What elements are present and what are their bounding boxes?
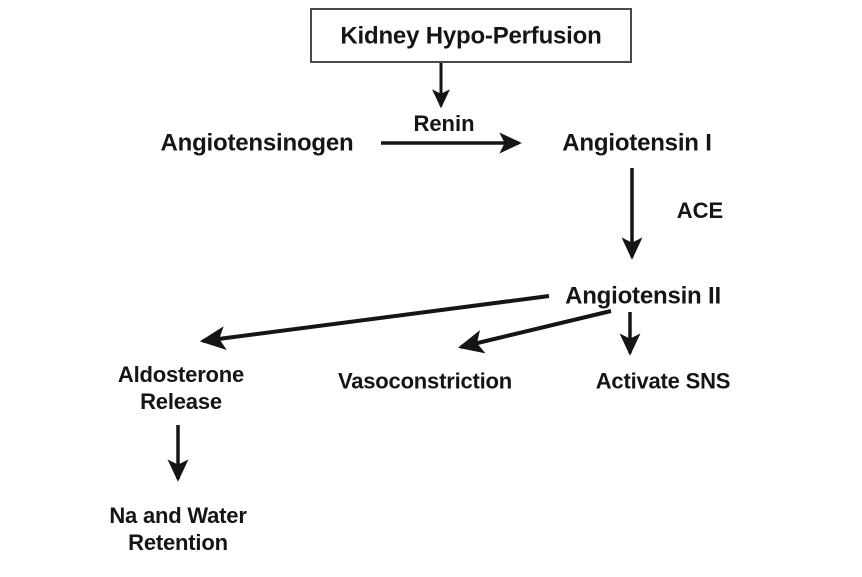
node-angiotensin-i: Angiotensin I: [562, 129, 712, 157]
node-aldosterone-release: Aldosterone Release: [117, 362, 245, 414]
node-activate-sns: Activate SNS: [595, 368, 731, 394]
arrow-angiotensin-ii-to-vasoconstriction: [457, 309, 612, 354]
edge-label-renin: Renin: [413, 111, 475, 136]
node-vasoconstriction: Vasoconstriction: [337, 368, 513, 394]
node-angiotensinogen: Angiotensinogen: [160, 129, 354, 157]
edge-label-ace: ACE: [676, 198, 724, 223]
node-angiotensin-ii: Angiotensin II: [565, 282, 721, 310]
kidney-hypo-perfusion-box: Kidney Hypo-Perfusion: [310, 8, 632, 63]
kidney-hypo-perfusion-label: Kidney Hypo-Perfusion: [340, 21, 602, 49]
node-na-and-water-retention: Na and Water Retention: [109, 503, 247, 555]
arrow-angiotensin-ii-to-aldosterone: [199, 294, 550, 351]
